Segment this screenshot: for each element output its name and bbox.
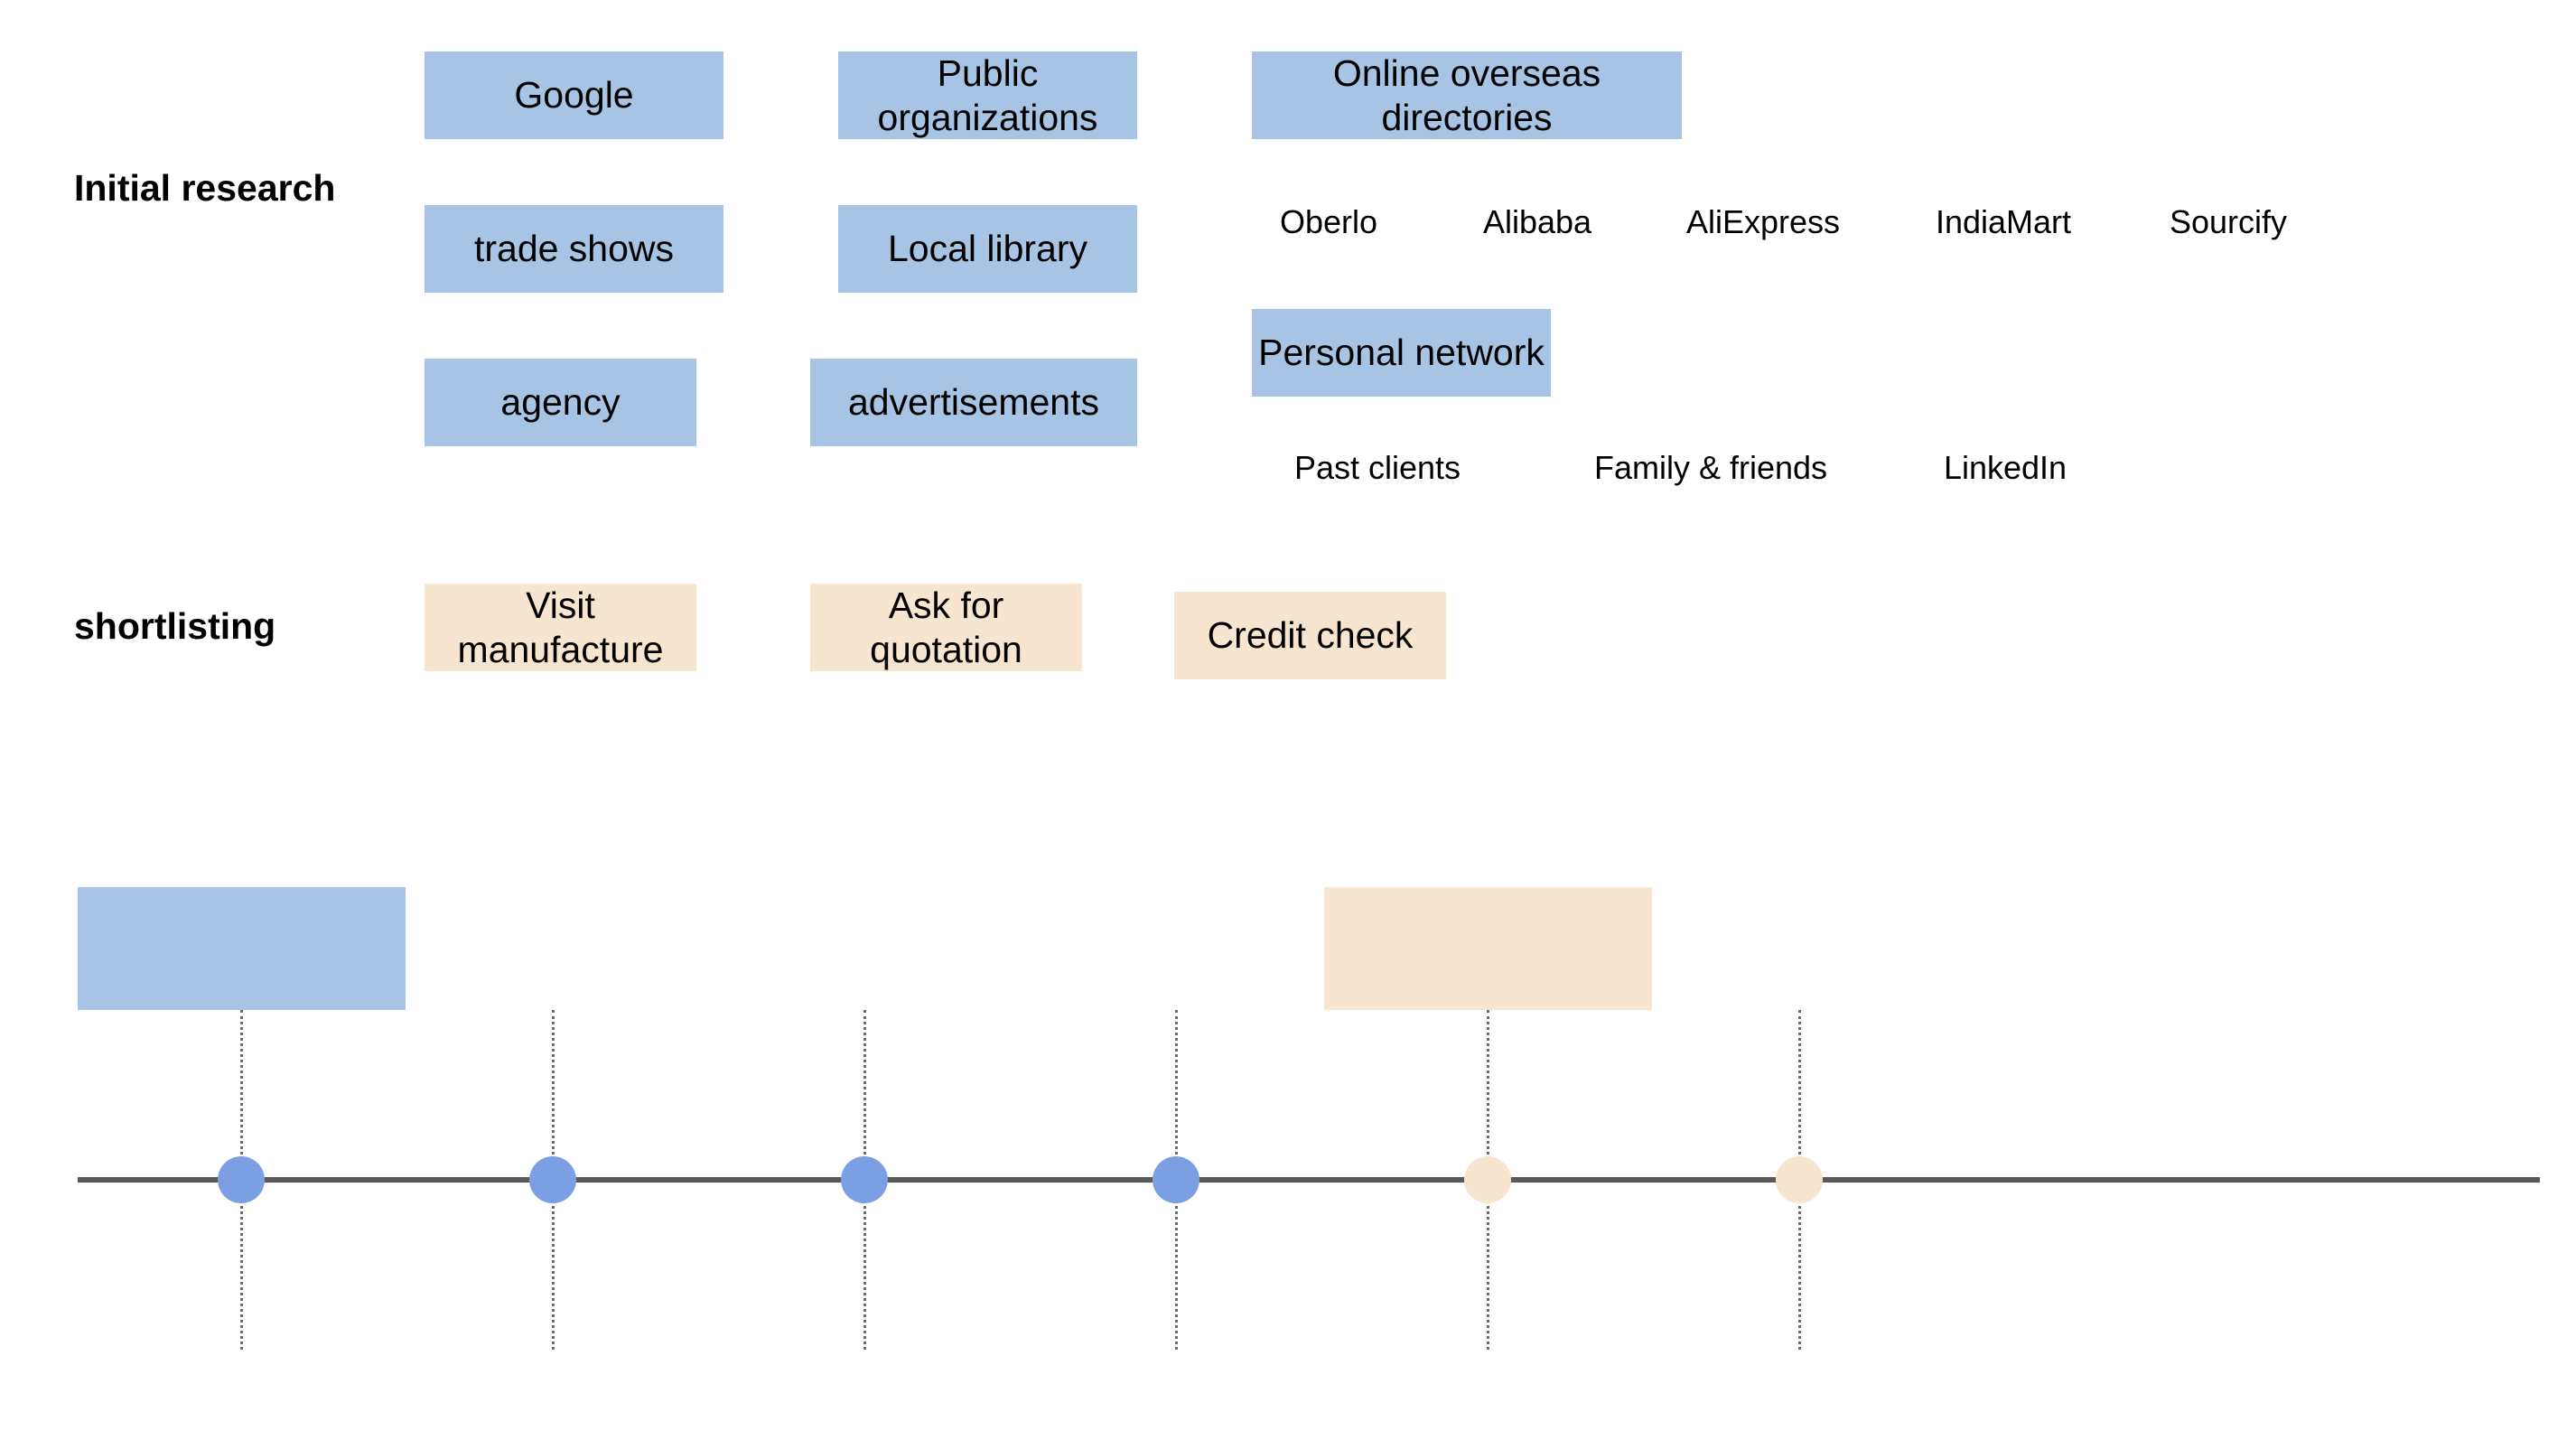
directory-indiamart: IndiaMart (1935, 203, 2072, 240)
network-past-clients: Past clients (1293, 449, 1461, 486)
timeline-milestone-5 (1464, 1156, 1511, 1203)
timeline-milestone-1 (218, 1156, 265, 1203)
timeline-milestone-2 (529, 1156, 576, 1203)
box-trade-shows: trade shows (425, 205, 723, 293)
section-label-initial-research: Initial research (74, 167, 336, 209)
box-agency: agency (425, 359, 696, 446)
timeline-block-research (78, 887, 406, 1010)
network-family-friends: Family & friends (1593, 449, 1828, 486)
box-online-overseas-directories: Online overseas directories (1252, 51, 1682, 139)
box-visit-manufacture: Visit manufacture (425, 584, 696, 671)
timeline-milestone-4 (1153, 1156, 1199, 1203)
box-credit-check: Credit check (1174, 592, 1446, 679)
directory-oberlo: Oberlo (1279, 203, 1378, 240)
box-public-organizations: Public organizations (838, 51, 1137, 139)
directory-aliexpress: AliExpress (1685, 203, 1841, 240)
section-label-shortlisting: shortlisting (74, 605, 276, 647)
timeline-milestone-3 (841, 1156, 888, 1203)
box-ask-for-quotation: Ask for quotation (810, 584, 1082, 671)
box-google: Google (425, 51, 723, 139)
box-local-library: Local library (838, 205, 1137, 293)
directory-alibaba: Alibaba (1482, 203, 1592, 240)
network-linkedin: LinkedIn (1943, 449, 2067, 486)
box-personal-network: Personal network (1252, 309, 1551, 397)
timeline-milestone-6 (1776, 1156, 1823, 1203)
timeline-axis (78, 1177, 2540, 1183)
timeline-block-shortlisting (1324, 887, 1652, 1010)
directory-sourcify: Sourcify (2169, 203, 2288, 240)
box-advertisements: advertisements (810, 359, 1137, 446)
